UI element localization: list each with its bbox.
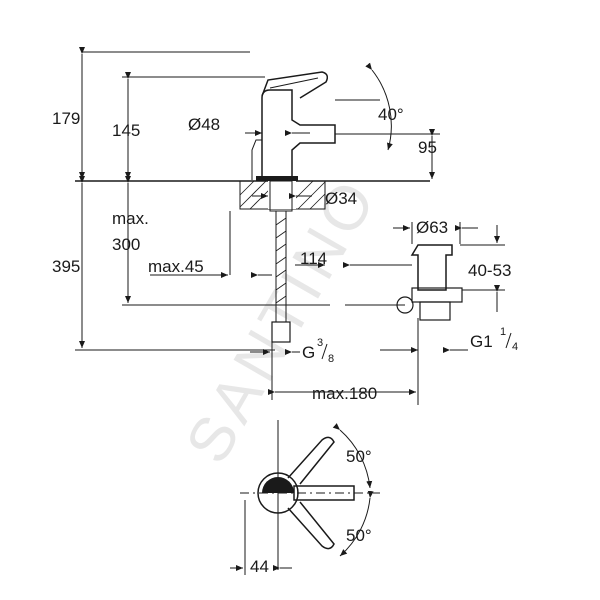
dim-40-53: 40-53 (468, 261, 511, 280)
dim-395: 395 (52, 257, 80, 276)
dim-114: 114 (300, 249, 327, 268)
dim-angle-40: 40° (378, 105, 404, 124)
dim-95: 95 (418, 138, 437, 157)
svg-text:G1: G1 (470, 332, 493, 351)
svg-text:G: G (302, 343, 315, 362)
dim-max-45: max.45 (148, 257, 204, 276)
dim-max-180: max.180 (312, 384, 377, 403)
dim-diameter-34: Ø34 (325, 189, 357, 208)
pop-up-waste (396, 244, 463, 321)
dim-179: 179 (52, 109, 80, 128)
dim-thread-g1-1-4: G1 1 4 (470, 326, 518, 353)
dim-diameter-63: Ø63 (416, 218, 448, 237)
faucet-plan-view (230, 420, 380, 575)
svg-text:8: 8 (328, 353, 334, 365)
dim-thread-g-3-8: G 3 8 (302, 337, 334, 365)
svg-text:3: 3 (317, 337, 323, 349)
dim-145: 145 (112, 121, 140, 140)
dim-max-label: max. (112, 209, 149, 228)
dimension-lines (75, 47, 505, 405)
svg-text:1: 1 (500, 326, 506, 338)
dim-300: 300 (112, 235, 140, 254)
dim-angle-50-bottom: 50° (346, 526, 372, 545)
dim-44: 44 (250, 557, 269, 576)
svg-text:4: 4 (512, 341, 518, 353)
dim-diameter-48: Ø48 (188, 115, 220, 134)
dim-angle-50-top: 50° (346, 447, 372, 466)
